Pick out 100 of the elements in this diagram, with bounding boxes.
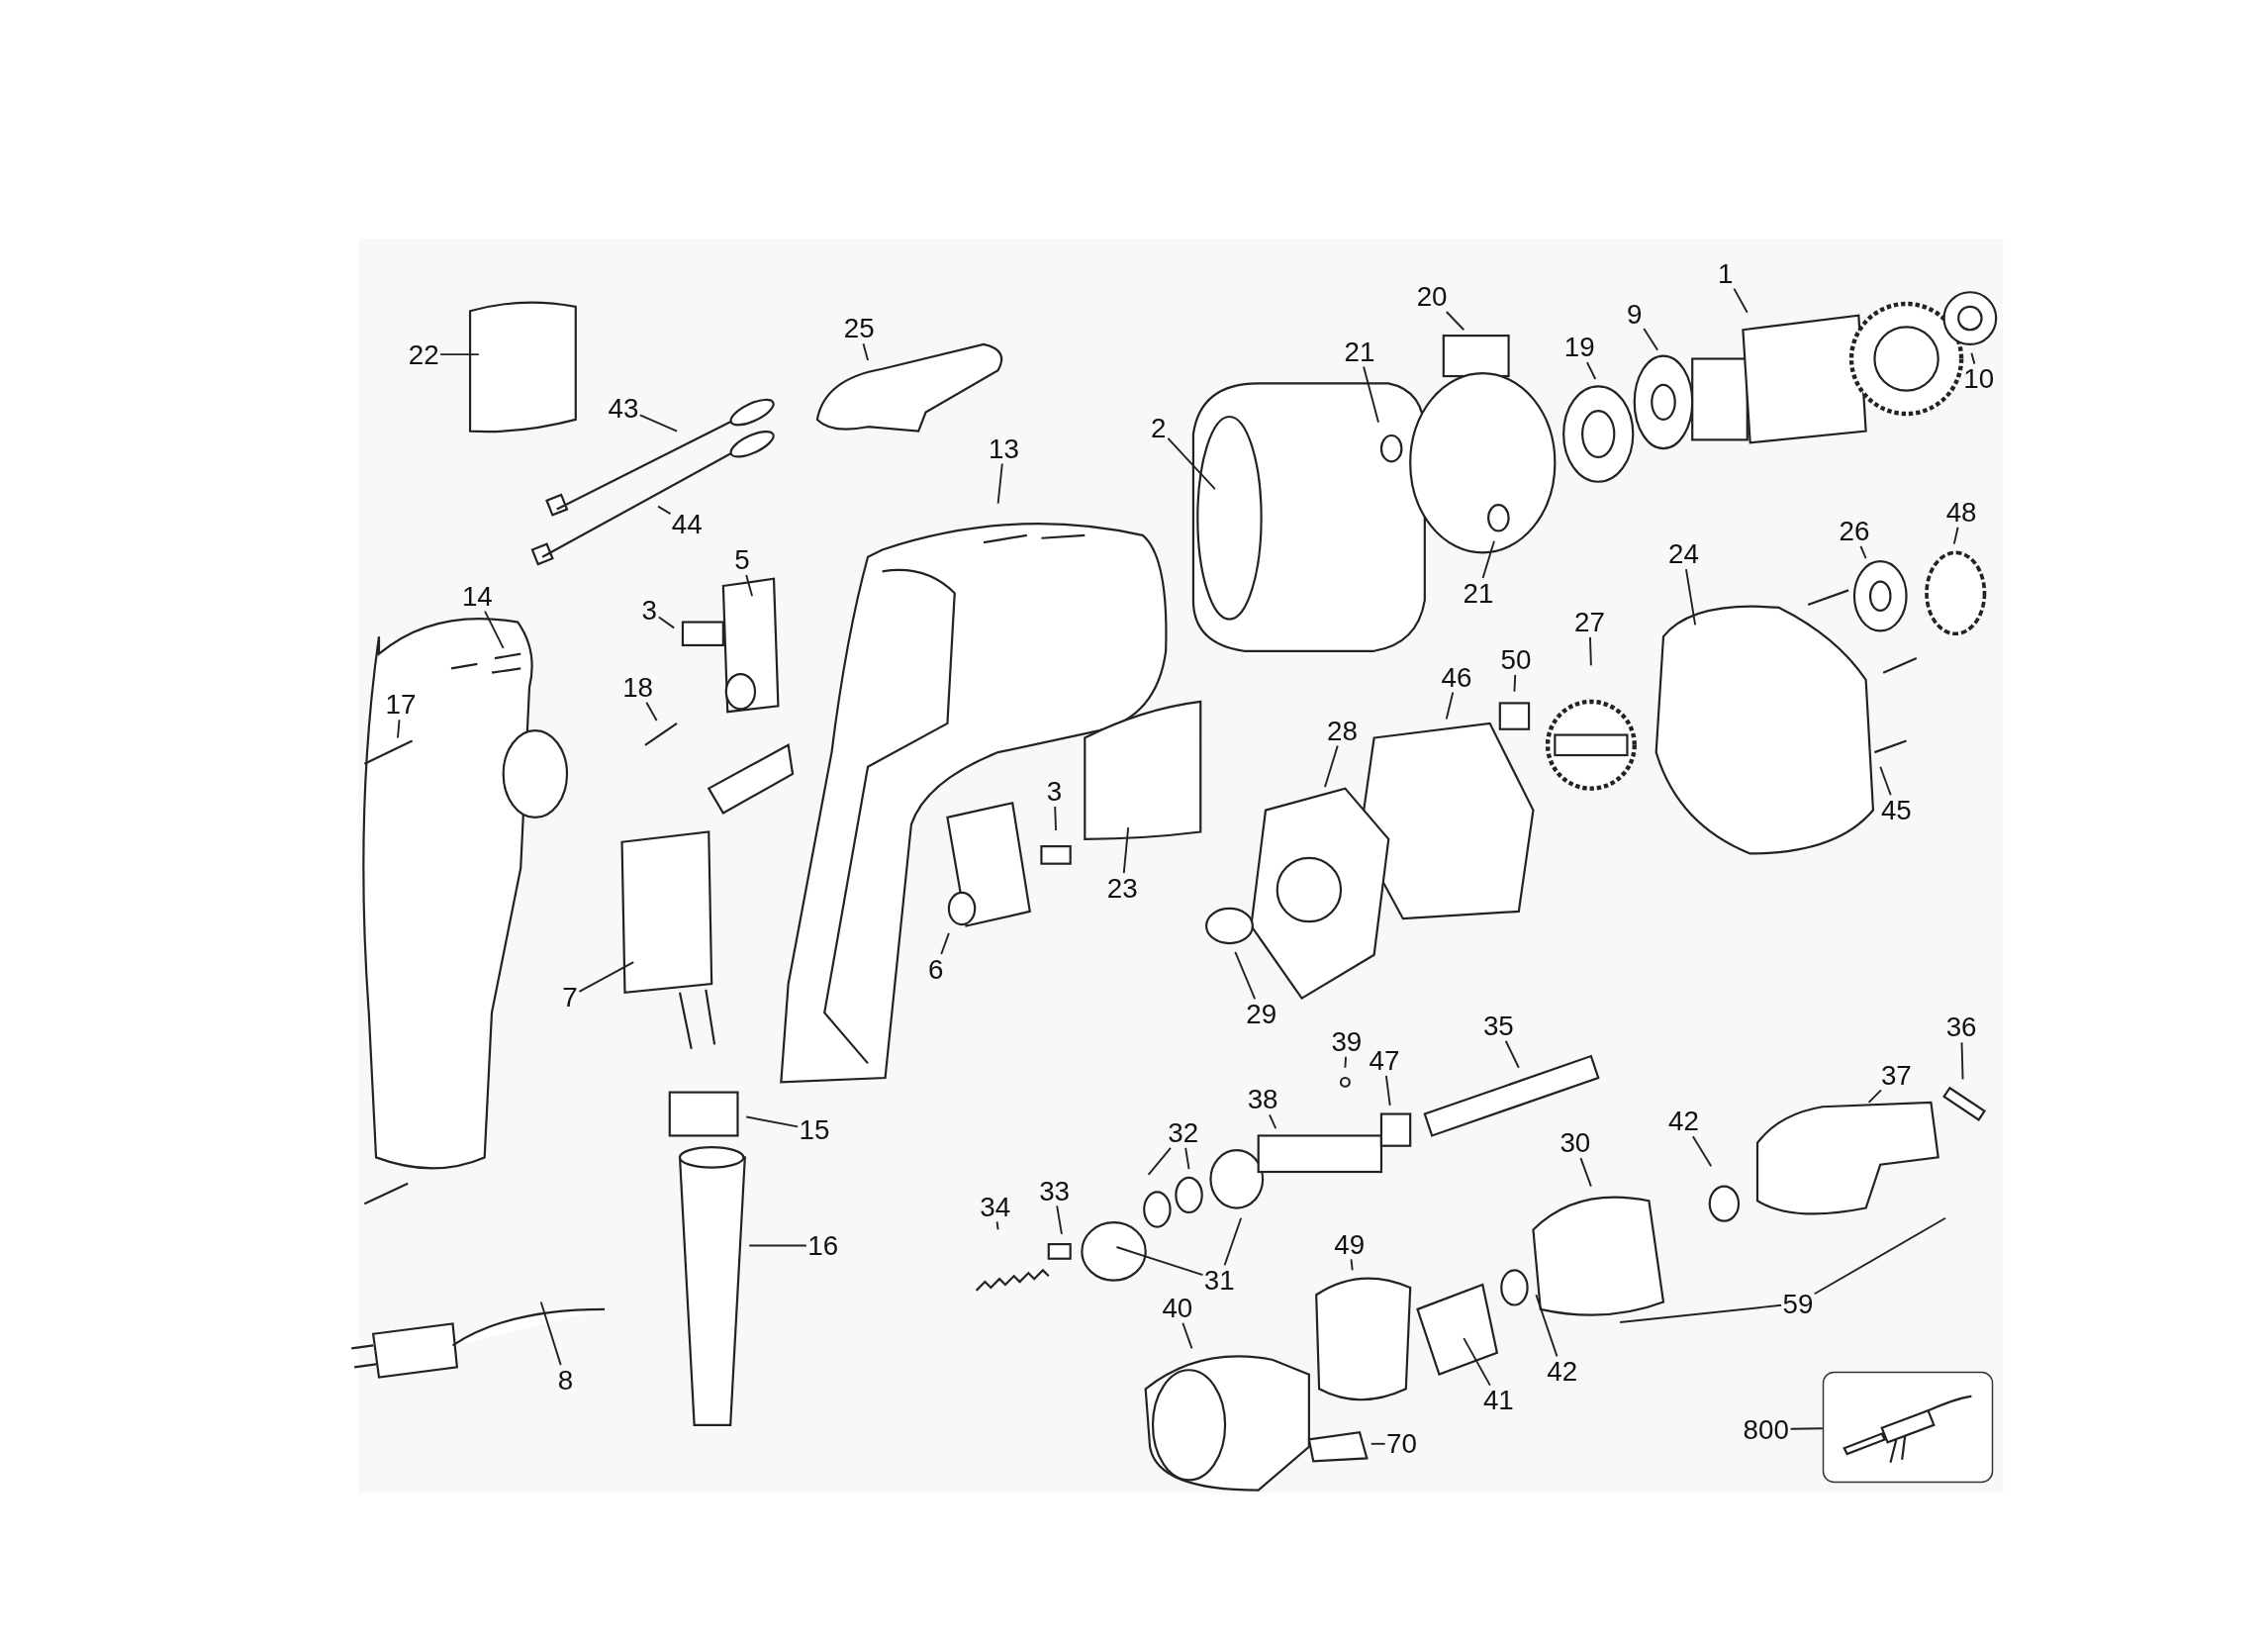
leader-line — [1445, 691, 1455, 721]
callout-number: 59 — [1781, 1288, 1815, 1319]
leader-line — [1813, 1216, 1946, 1296]
leader-line — [1643, 328, 1659, 351]
leader-line — [1269, 1113, 1277, 1130]
leader-line — [1789, 1427, 1824, 1430]
leader-line — [1733, 287, 1748, 314]
leader-line — [1513, 673, 1517, 693]
callout-number: 22 — [407, 338, 441, 370]
callout-number: 33 — [1037, 1175, 1072, 1206]
leader-line — [1234, 950, 1257, 1001]
leader-line — [1579, 1157, 1592, 1188]
leader-line — [1147, 1146, 1172, 1176]
callout-number: 40 — [1160, 1293, 1194, 1323]
callout-number: 20 — [1415, 281, 1450, 312]
leader-line — [645, 701, 658, 722]
callout-number: 6 — [926, 954, 945, 985]
callout-number: 13 — [987, 433, 1021, 464]
callout-number: 15 — [798, 1114, 831, 1145]
leader-line — [1181, 1321, 1193, 1350]
leader-line — [484, 610, 505, 649]
callout-number: 38 — [1246, 1084, 1279, 1115]
leader-line — [1867, 1089, 1882, 1104]
leader-line — [1535, 1294, 1559, 1358]
leader-line — [1056, 1205, 1063, 1235]
callout-number: 35 — [1481, 1011, 1516, 1041]
callout-number: 30 — [1558, 1127, 1592, 1159]
leader-line — [1504, 1039, 1520, 1069]
callout-number: 18 — [620, 672, 655, 703]
leader-line — [1960, 1041, 1964, 1081]
callout-number: 45 — [1879, 795, 1914, 825]
callout-number: 17 — [384, 689, 418, 721]
callout-number: 19 — [1562, 332, 1597, 363]
leader-line — [1691, 1135, 1713, 1168]
leader-line — [1619, 1303, 1783, 1323]
callout-number: 10 — [1961, 363, 1996, 395]
leader-line — [1324, 744, 1339, 789]
leader-line — [657, 616, 676, 629]
leader-line — [1122, 826, 1130, 875]
callout-number: 41 — [1481, 1385, 1516, 1416]
leader-line — [996, 462, 1003, 505]
callout-number: 36 — [1944, 1012, 1979, 1043]
callout-number: 14 — [460, 580, 495, 612]
leader-line — [1445, 311, 1465, 332]
leader-line — [1350, 1258, 1354, 1272]
leader-line — [1463, 1337, 1491, 1387]
leader-line — [1589, 635, 1592, 667]
leader-line — [1115, 1246, 1204, 1277]
leader-line — [1363, 365, 1379, 424]
callout-number: 21 — [1343, 336, 1376, 367]
leader-line — [995, 1220, 999, 1231]
callout-number: 8 — [556, 1365, 575, 1396]
leader-line — [1384, 1074, 1391, 1107]
leader-line — [1685, 568, 1697, 627]
callout-number: 7 — [560, 981, 580, 1012]
leader-line — [539, 1301, 562, 1367]
leader-line — [1859, 544, 1867, 560]
callout-number: 5 — [732, 544, 752, 576]
callout-number: 37 — [1879, 1059, 1914, 1091]
callout-number: 16 — [805, 1230, 840, 1261]
leader-line — [638, 414, 679, 433]
callout-number: 70 — [1384, 1428, 1419, 1460]
callout-number: 28 — [1325, 715, 1360, 746]
leader-line — [1879, 765, 1892, 797]
leader-line — [862, 342, 869, 361]
callout-number: 27 — [1572, 607, 1607, 637]
leader-line — [1970, 351, 1976, 365]
inset-box — [1822, 1371, 1994, 1484]
leader-line — [748, 1244, 807, 1247]
callout-number: 49 — [1332, 1228, 1367, 1260]
leader-line — [439, 353, 480, 356]
callout-number: 42 — [1666, 1106, 1701, 1137]
callout-number: 43 — [607, 392, 640, 424]
callout-number: 39 — [1329, 1026, 1364, 1057]
callout-number: 31 — [1202, 1265, 1237, 1296]
leader-line — [940, 931, 950, 955]
leader-line — [1223, 1216, 1243, 1267]
leader-line — [1370, 1442, 1386, 1445]
leader-line — [1952, 526, 1959, 545]
callout-number: 32 — [1166, 1117, 1200, 1148]
callout-number: 50 — [1499, 644, 1533, 675]
leader-line — [1344, 1055, 1347, 1069]
leader-line — [397, 719, 401, 739]
callout-number: 29 — [1244, 999, 1278, 1029]
callout-number: 34 — [978, 1191, 1012, 1222]
callout-number: 44 — [670, 508, 705, 539]
callout-number: 3 — [1045, 776, 1064, 807]
callout-number: 46 — [1440, 661, 1473, 693]
callout-number: 26 — [1838, 516, 1871, 546]
callout-number: 25 — [842, 313, 877, 344]
leader-line — [745, 574, 754, 598]
callout-number: 42 — [1545, 1356, 1579, 1388]
callout-number: 47 — [1367, 1045, 1401, 1076]
callout-number: 2 — [1149, 413, 1169, 443]
callout-number: 48 — [1944, 497, 1979, 528]
callout-number: 21 — [1462, 577, 1495, 609]
leader-line — [578, 961, 635, 993]
leader-line — [1481, 539, 1495, 579]
leader-line — [1054, 805, 1057, 831]
callout-number: 3 — [640, 595, 659, 627]
